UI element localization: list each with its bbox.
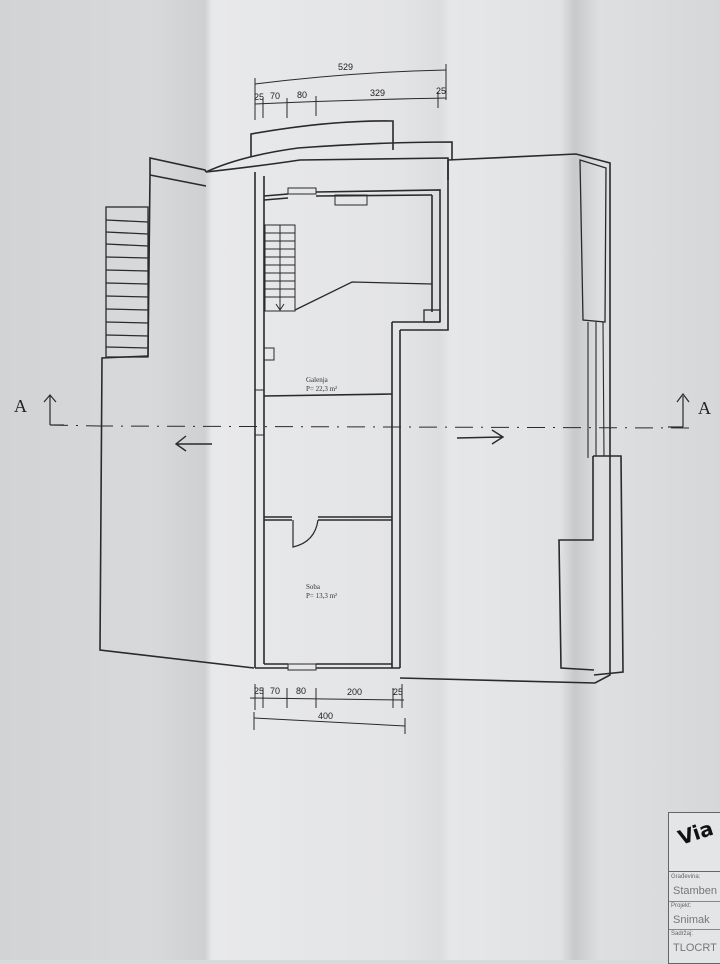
company-logo: Via [669,813,720,872]
dim-bottom-seg-4: 200 [347,687,363,697]
field-value: TLOCRT [673,942,717,954]
dim-bottom-seg-2: 70 [270,686,281,696]
section-marker-right: A [698,398,711,418]
dim-top-seg-3: 80 [297,90,308,100]
field-value: Stamben [673,885,718,897]
top-dimension-lines [254,64,447,120]
field-label: Projekt: [671,903,692,909]
dim-top-seg-1: 25 [254,92,265,102]
dim-bottom-seg-5: 25 [393,687,404,697]
room-name: Galenja [306,376,328,384]
room-area: P= 22,3 m² [306,385,338,393]
room-area: P= 13,3 m² [306,592,338,600]
bottom-dimension-lines [249,684,406,734]
dim-bottom-seg-1: 25 [254,686,265,696]
room-soba: Soba P= 13,3 m² [306,583,337,601]
exterior-stair [105,206,149,358]
interior-stair [264,224,296,312]
room-name: Soba [306,583,320,591]
field-label: Sadržaj: [671,931,694,937]
field-value: Snimak [673,914,710,926]
dim-bottom-seg-3: 80 [296,686,307,696]
room-galerija: Galenja P= 22,3 m² [306,376,337,394]
dim-top-seg-2: 70 [270,91,281,101]
section-marker-left: A [14,396,27,416]
dim-top-seg-4: 329 [370,88,386,98]
dim-top-overall: 529 [338,62,354,72]
title-block: Via Građevina: Stamben Projekt: Snimak S… [668,812,720,964]
field-label: Građevina: [671,874,701,880]
dim-top-seg-5: 25 [436,86,447,96]
dim-bottom-overall: 400 [318,711,334,721]
